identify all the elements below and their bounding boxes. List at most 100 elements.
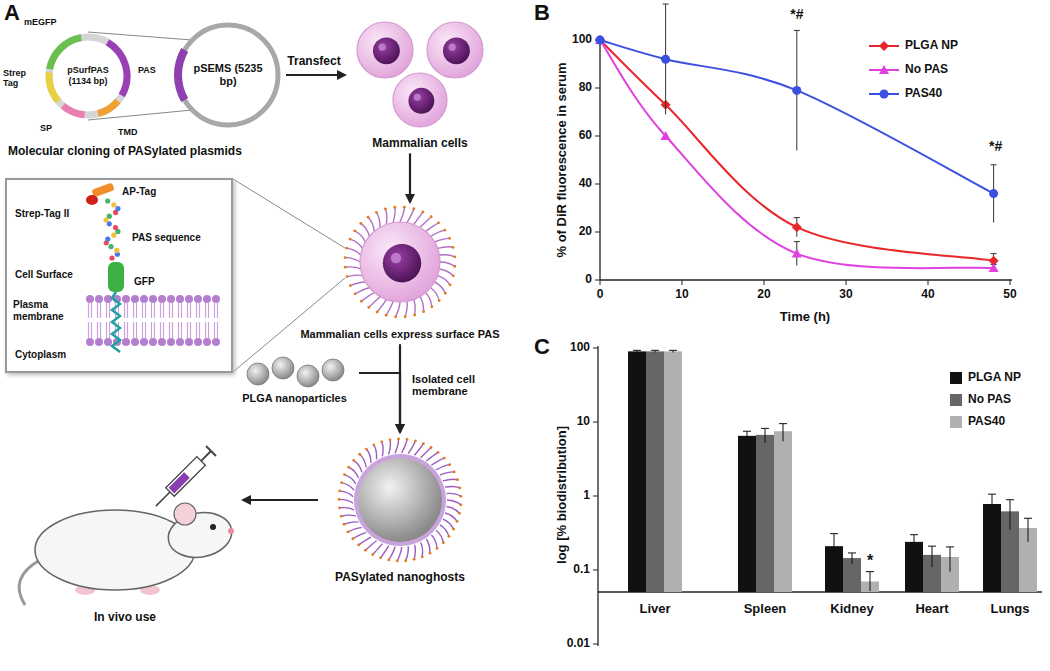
strand-tag [389, 438, 392, 441]
error-cap [651, 350, 659, 351]
lipid-tail [91, 303, 92, 318]
strand-tag [384, 208, 387, 211]
category-label: Liver [639, 602, 670, 617]
surface-pas-strand [421, 542, 423, 557]
strand-tag [351, 537, 354, 540]
lipid-head [122, 295, 130, 303]
strand-tag [430, 446, 433, 449]
pas-bead [115, 206, 120, 211]
surface-pas-strand [340, 491, 353, 497]
nucleolus [379, 44, 386, 51]
inset-label: GFP [134, 276, 155, 288]
part-label: PAS [138, 65, 156, 75]
tick-label: 80 [579, 81, 592, 95]
strand-tag [372, 444, 375, 447]
strand-tag [387, 559, 390, 562]
lipid-tail [217, 322, 218, 338]
surface-pas-strand [349, 467, 359, 478]
surface-pas-strand [420, 217, 431, 228]
data-marker [792, 249, 802, 258]
plasmid-segment [178, 50, 185, 100]
process-arrow [286, 74, 345, 76]
lipid-tail [124, 303, 125, 318]
error-bar [992, 494, 993, 518]
tick [593, 644, 598, 645]
part-label: Strep Tag [3, 68, 39, 89]
lipid-head [203, 338, 211, 346]
surface-pas-strand [426, 452, 438, 461]
lipid-tail [88, 322, 89, 338]
tick [595, 88, 600, 89]
membrane-coat [354, 454, 446, 546]
strand-tag [443, 229, 446, 232]
data-marker [661, 131, 671, 140]
surface-pas-strand [397, 547, 401, 561]
y-axis [599, 38, 600, 280]
lipid-head [140, 295, 148, 303]
figure-caption: PASylated nanoghosts [320, 570, 480, 584]
syringe-fluid [169, 472, 190, 493]
lipid-tail [154, 303, 155, 318]
significance-mark: *# [790, 6, 803, 22]
surface-pas-strand [414, 300, 416, 315]
data-marker [880, 90, 889, 99]
surface-pas-strand [440, 262, 455, 266]
surface-pas-strand [447, 507, 460, 514]
surface-pas-strand [369, 297, 380, 308]
axis-title: % of DiR fluorescence in serum [555, 62, 570, 257]
data-marker [596, 36, 605, 45]
lipid-head [194, 295, 202, 303]
surface-pas-strand [389, 547, 395, 560]
cell-body [393, 73, 447, 127]
inset-label: PAS sequence [132, 232, 201, 244]
lipid-head [95, 295, 103, 303]
legend-text: PLGA NP [968, 371, 1021, 385]
category-label: Lungs [991, 602, 1030, 617]
inset-label: Cytoplasm [15, 349, 66, 361]
surface-pas-strand [344, 522, 358, 524]
strand-tag [380, 440, 383, 443]
transmembrane-helix [112, 292, 120, 352]
plasmid-circle: pSurfPAS (1134 bp) [44, 32, 132, 120]
surface-pas-strand [443, 479, 458, 481]
strand-tag [436, 547, 439, 550]
lipid-tail [178, 303, 179, 318]
surface-pas-strand [373, 544, 383, 555]
strand-tag [353, 229, 356, 232]
strand-tag [452, 246, 455, 249]
plasmid-segment [63, 106, 85, 115]
nanoghost-figure: PASylated nanoghosts [320, 430, 480, 584]
edge-label: Transfect [285, 54, 342, 70]
error-cap [1006, 499, 1014, 500]
cell-nucleus [408, 88, 434, 114]
surface-pas-strand [414, 212, 423, 224]
error-bar [932, 546, 933, 567]
strand-tag [393, 206, 396, 209]
strand-tag [414, 440, 417, 443]
legend-swatch [950, 394, 962, 406]
strand-tag [458, 512, 461, 515]
surface-pas-strand [347, 248, 361, 255]
tick [846, 280, 847, 285]
strand-tag [349, 284, 352, 287]
cell-nucleus [373, 37, 400, 64]
pas-bead [113, 225, 118, 230]
legend-text: PLGA NP [905, 39, 958, 53]
strand-tag [406, 438, 409, 441]
error-cap [991, 164, 997, 165]
data-marker [661, 55, 670, 64]
error-bar [870, 572, 871, 591]
surface-pas-strand [408, 441, 415, 454]
surface-pas-strand [347, 275, 362, 277]
lipid-tail [133, 322, 134, 338]
tick [595, 136, 600, 137]
process-arrow [243, 499, 318, 501]
category-label: Kidney [830, 602, 873, 617]
lipid-tail [136, 303, 137, 318]
cell-body [360, 222, 440, 302]
lipid-head [140, 338, 148, 346]
tick [928, 280, 929, 285]
strand-tag [358, 453, 361, 456]
lipid-head [185, 338, 193, 346]
figure-caption: Mammalian cells express surface PAS [300, 328, 500, 341]
